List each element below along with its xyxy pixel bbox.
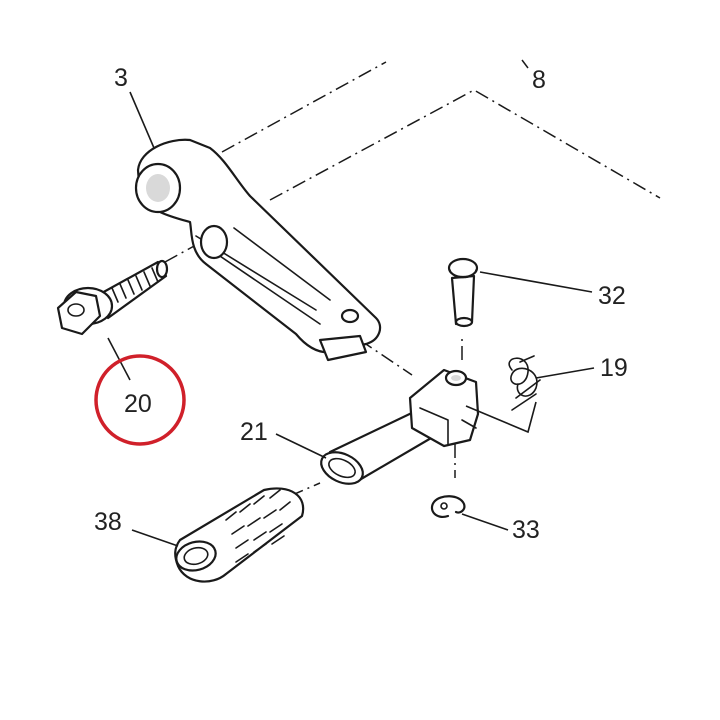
callout-33[interactable]: 33 [512,516,540,544]
part-33-circlip[interactable] [430,495,466,518]
callout-38[interactable]: 38 [94,508,122,536]
part-20-flange-bolt[interactable] [56,259,169,336]
leader-lines [107,91,595,547]
callout-19[interactable]: 19 [600,354,628,382]
callout-20[interactable]: 20 [124,390,152,418]
part-38-footpeg-rubber[interactable] [173,487,305,583]
part-3-lever-arm[interactable] [134,138,382,362]
callout-32[interactable]: 32 [598,282,626,310]
highlight-ring [94,354,186,446]
part-21-footpeg-shaft[interactable] [316,368,480,490]
callout-8[interactable]: 8 [532,66,546,94]
part-32-pivot-pin[interactable] [447,257,479,328]
callout-21[interactable]: 21 [240,418,268,446]
part-19-return-spring[interactable] [508,355,541,411]
callout-3[interactable]: 3 [114,64,128,92]
